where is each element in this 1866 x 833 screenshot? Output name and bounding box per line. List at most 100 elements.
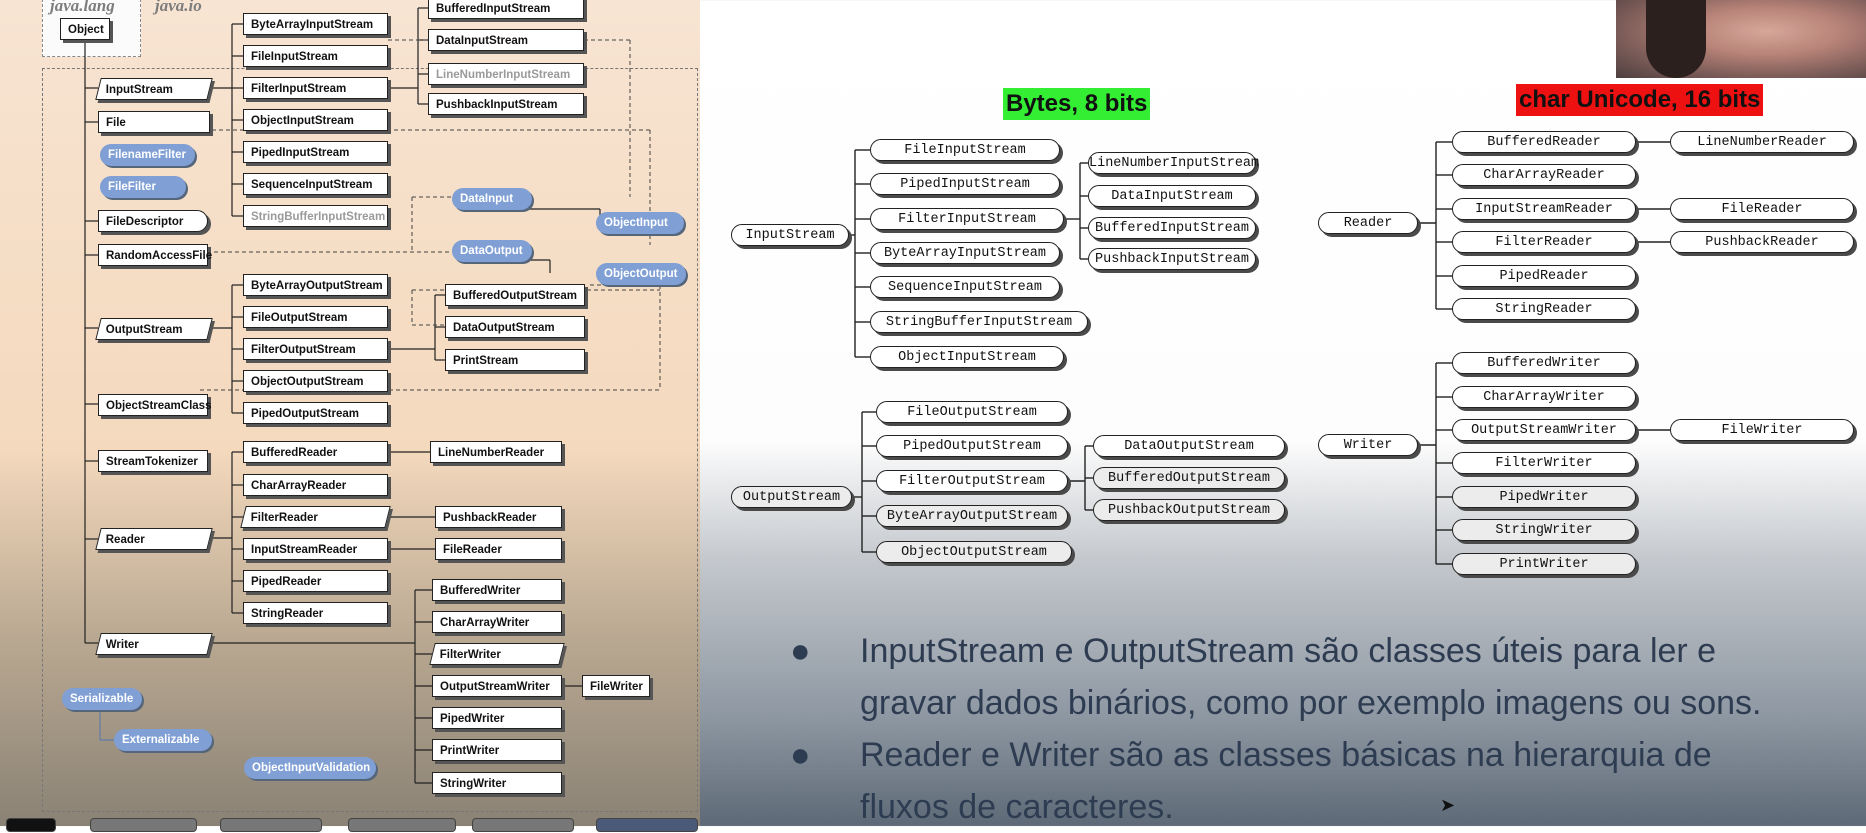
objectstreamclass-box: ObjectStreamClass	[98, 394, 211, 416]
mouse-cursor-icon: ➤	[1440, 795, 1456, 815]
right-inputstreamreader-node: InputStreamReader	[1452, 198, 1636, 220]
right-pipedwriter-node: PipedWriter	[1452, 486, 1636, 508]
right-linenumberinputstream-node: LineNumberInputStream	[1088, 152, 1259, 174]
bullet-marker: ●	[790, 632, 811, 670]
java-io-label: java.io	[155, 0, 202, 15]
filedescriptor-box: FileDescriptor	[98, 210, 208, 232]
java-io-hierarchy-panel: java.lang java.io	[0, 0, 700, 832]
randomaccessfile-box: RandomAccessFile	[98, 244, 212, 266]
file-box: File	[98, 111, 210, 133]
filenamefilter-interface: FilenameFilter	[100, 144, 195, 166]
bullet-text-line: gravar dados binários, como por exemplo …	[860, 684, 1762, 722]
right-datainputstream-node: DataInputStream	[1088, 185, 1256, 207]
serializable-interface: Serializable	[62, 688, 142, 710]
objectinputvalidation-interface: ObjectInputValidation	[244, 757, 376, 779]
right-chararraywriter-node: CharArrayWriter	[1452, 386, 1636, 408]
linenumberreader-box: LineNumberReader	[430, 441, 562, 463]
right-objectoutputstream-node: ObjectOutputStream	[876, 541, 1072, 563]
pushbackinputstream-box: PushbackInputStream	[428, 93, 584, 115]
pipedwriter-box: PipedWriter	[432, 707, 562, 729]
fileoutputstream-box: FileOutputStream	[243, 306, 388, 328]
stringreader-box: StringReader	[243, 602, 388, 624]
bytes-title: Bytes, 8 bits	[1003, 88, 1151, 120]
objectoutput-interface: ObjectOutput	[596, 263, 686, 285]
stringwriter-box: StringWriter	[432, 772, 562, 794]
right-pipedreader-node: PipedReader	[1452, 265, 1636, 287]
right-dataoutputstream-node: DataOutputStream	[1093, 435, 1285, 457]
right-pipedinputstream-node: PipedInputStream	[870, 173, 1060, 195]
objectinputstream-box: ObjectInputStream	[243, 109, 388, 131]
objectoutputstream-box: ObjectOutputStream	[243, 370, 388, 392]
right-filterreader-node: FilterReader	[1452, 231, 1636, 253]
pushbackreader-box: PushbackReader	[435, 506, 562, 528]
printstream-box: PrintStream	[445, 349, 585, 371]
bullet-item: ● Reader e Writer são as classes básicas…	[780, 729, 1850, 833]
chars-title: char Unicode, 16 bits	[1516, 84, 1764, 116]
right-fileoutputstream-node: FileOutputStream	[876, 401, 1068, 423]
right-stringbufferinputstream-node: StringBufferInputStream	[870, 311, 1088, 333]
stringbufferinputstream-box: StringBufferInputStream	[243, 205, 388, 227]
filewriter-box: FileWriter	[582, 675, 650, 697]
linenumberinputstream-box: LineNumberInputStream	[428, 63, 584, 85]
bufferedwriter-box: BufferedWriter	[432, 579, 562, 601]
right-bufferedoutputstream-node: BufferedOutputStream	[1093, 467, 1285, 489]
right-pushbackreader-node: PushbackReader	[1670, 231, 1854, 253]
bufferedreader-box: BufferedReader	[243, 441, 388, 463]
right-bufferedreader-node: BufferedReader	[1452, 131, 1636, 153]
bytearrayinputstream-box: ByteArrayInputStream	[243, 13, 388, 35]
right-writer-node: Writer	[1318, 434, 1418, 456]
right-filewriter-node: FileWriter	[1670, 419, 1854, 441]
right-filterwriter-node: FilterWriter	[1452, 452, 1636, 474]
bullet-item: ● InputStream e OutputStream são classes…	[780, 625, 1850, 729]
java-lang-label: java.lang	[50, 0, 115, 15]
inputstreamreader-box: InputStreamReader	[243, 538, 388, 560]
filereader-box: FileReader	[435, 538, 562, 560]
bufferedoutputstream-box: BufferedOutputStream	[445, 284, 585, 306]
fileinputstream-box: FileInputStream	[243, 45, 388, 67]
right-pipedoutputstream-node: PipedOutputStream	[876, 435, 1068, 457]
sequenceinputstream-box: SequenceInputStream	[243, 173, 388, 195]
datainput-interface: DataInput	[452, 188, 532, 210]
right-chararrayreader-node: CharArrayReader	[1452, 164, 1636, 186]
webcam-overlay	[1616, 0, 1866, 78]
filefilter-interface: FileFilter	[100, 176, 186, 198]
right-filteroutputstream-node: FilterOutputStream	[876, 470, 1068, 492]
filteroutputstream-box: FilterOutputStream	[243, 338, 388, 360]
right-printwriter-node: PrintWriter	[1452, 553, 1636, 575]
right-outputstreamwriter-node: OutputStreamWriter	[1452, 419, 1636, 441]
bullet-text-line: InputStream e OutputStream são classes ú…	[860, 632, 1717, 670]
right-bytearrayinputstream-node: ByteArrayInputStream	[870, 242, 1060, 264]
dataoutput-interface: DataOutput	[452, 240, 532, 262]
right-bufferedwriter-node: BufferedWriter	[1452, 352, 1636, 374]
right-stringwriter-node: StringWriter	[1452, 519, 1636, 541]
pipedoutputstream-box: PipedOutputStream	[243, 402, 388, 424]
right-stringreader-node: StringReader	[1452, 298, 1636, 320]
outputstreamwriter-box: OutputStreamWriter	[432, 675, 562, 697]
pipedreader-box: PipedReader	[243, 570, 388, 592]
externalizable-interface: Externalizable	[114, 729, 212, 751]
java-io-region	[42, 68, 698, 812]
object-class-box: Object	[60, 18, 110, 40]
printwriter-box: PrintWriter	[432, 739, 562, 761]
right-sequenceinputstream-node: SequenceInputStream	[870, 276, 1060, 298]
pipedinputstream-box: PipedInputStream	[243, 141, 388, 163]
right-inputstream-node: InputStream	[731, 224, 849, 246]
right-outputstream-node: OutputStream	[731, 486, 852, 508]
right-linenumberreader-node: LineNumberReader	[1670, 131, 1854, 153]
bullet-marker: ●	[790, 736, 811, 774]
right-pushbackoutputstream-node: PushbackOutputStream	[1093, 499, 1285, 521]
bullet-list: ● InputStream e OutputStream são classes…	[780, 625, 1850, 833]
right-bufferedinputstream-node: BufferedInputStream	[1088, 217, 1256, 239]
objectinput-interface: ObjectInput	[596, 212, 684, 234]
right-objectinputstream-node: ObjectInputStream	[870, 346, 1064, 368]
bufferedinputstream-box: BufferedInputStream	[428, 0, 584, 19]
bytearrayoutputstream-box: ByteArrayOutputStream	[243, 274, 388, 296]
right-filterinputstream-node: FilterInputStream	[870, 208, 1064, 230]
right-filereader-node: FileReader	[1670, 198, 1854, 220]
right-bytearrayoutputstream-node: ByteArrayOutputStream	[876, 505, 1068, 527]
webcam-hair	[1646, 0, 1706, 78]
bullet-text-line: Reader e Writer são as classes básicas n…	[860, 736, 1712, 774]
filterinputstream-box: FilterInputStream	[243, 77, 388, 99]
right-pushbackinputstream-node: PushbackInputStream	[1088, 248, 1256, 270]
